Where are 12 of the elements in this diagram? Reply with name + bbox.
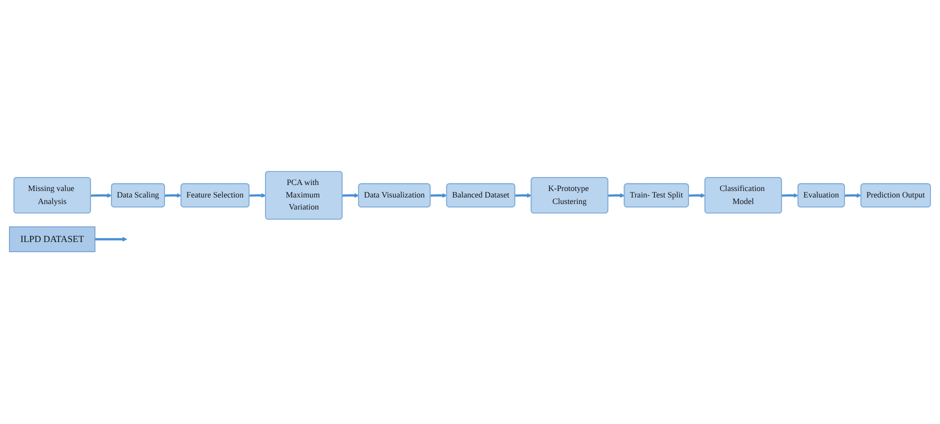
arrow [515,194,532,198]
arrow [249,194,266,198]
arrow [164,194,182,198]
arrow [688,194,706,198]
arrow [844,194,862,198]
arrow [608,194,625,198]
arrow [95,237,128,242]
arrow [782,194,798,198]
arrow [90,194,112,198]
arrow [430,194,448,198]
arrow [342,194,360,198]
node-box: ILPD DATASET [9,226,96,253]
